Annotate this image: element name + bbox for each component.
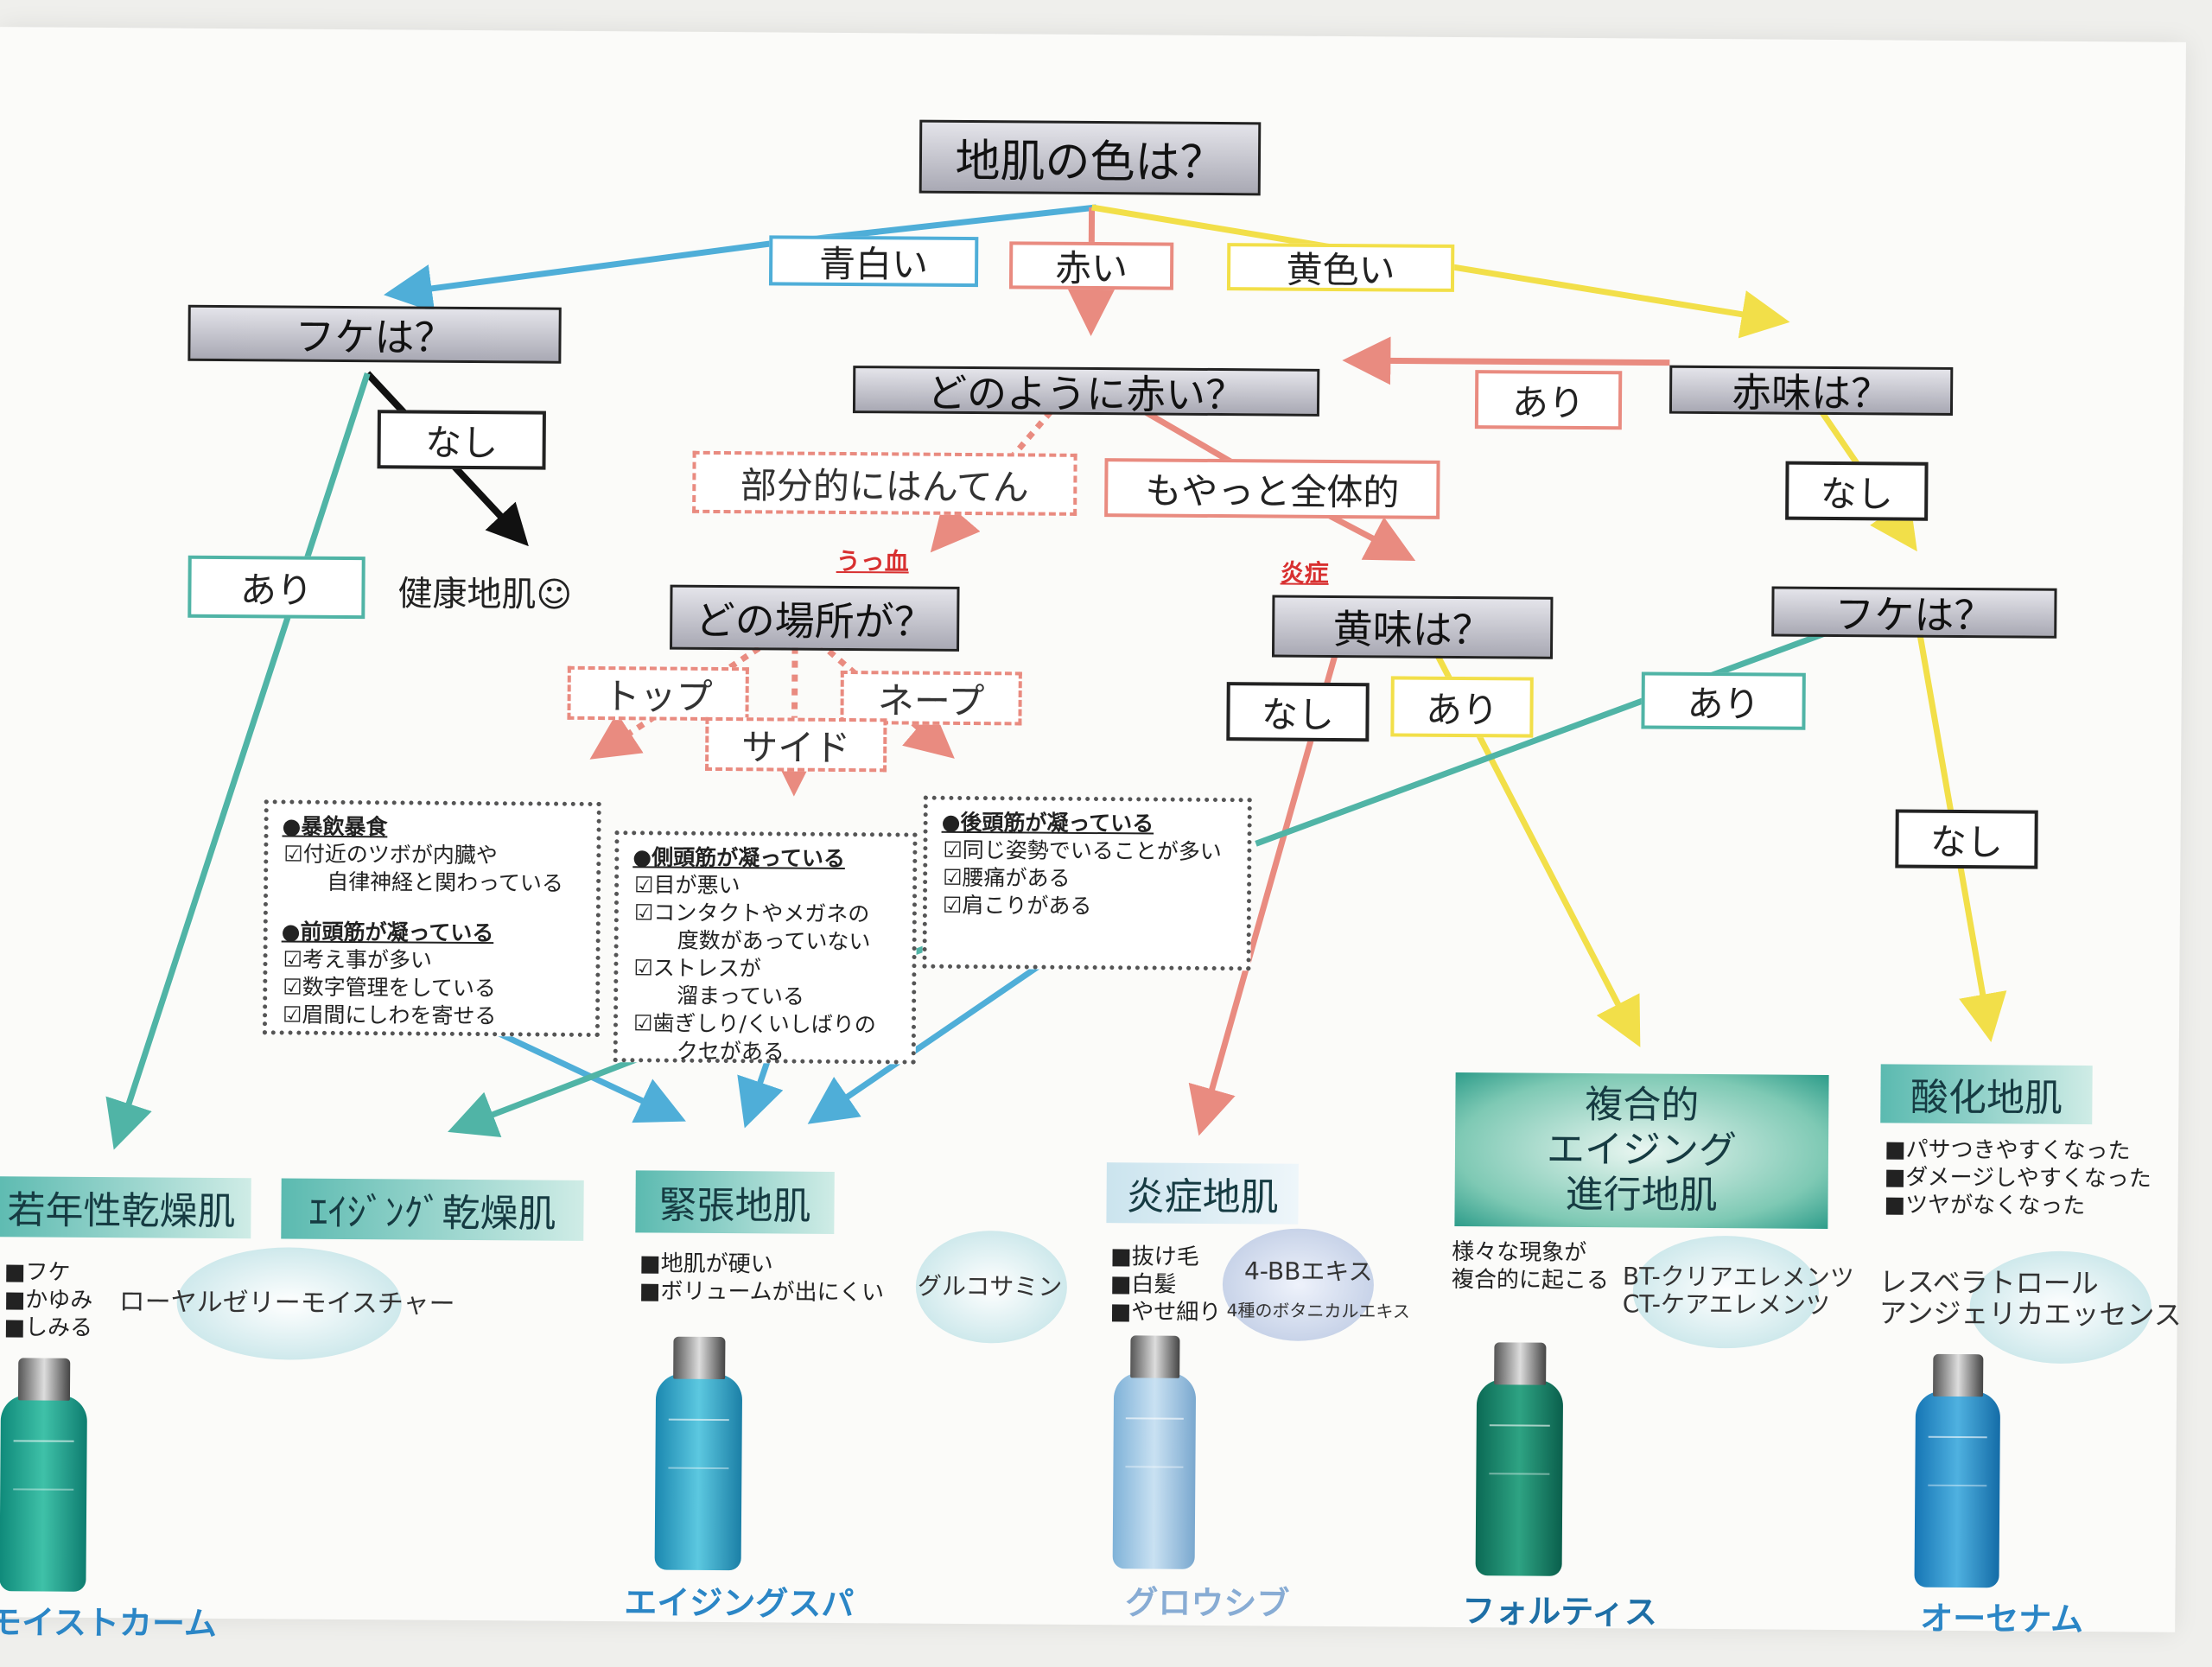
inflamed-ingredient-2: 4種のボタニカルエキス <box>1226 1300 1410 1322</box>
left-ari-label: あり <box>188 555 365 620</box>
where-question: どの場所が？ <box>670 584 960 652</box>
complex-line1: 複合的 <box>1585 1083 1700 1128</box>
complex-ingredient-2: CT-ケアエレメンツ <box>1622 1289 1831 1320</box>
partial-spots-label: 部分的にはんてん <box>692 450 1077 516</box>
area-side-label: サイド <box>705 716 887 773</box>
left-nashi-label: なし <box>377 410 546 470</box>
result-aging-dry: ｴｲｼﾞﾝｸﾞ乾燥肌 <box>281 1178 584 1241</box>
box-side-item: クセがある <box>676 1038 785 1065</box>
result-tension: 緊張地肌 <box>635 1170 835 1234</box>
area-top-label: トップ <box>567 665 749 722</box>
result-inflamed: 炎症地肌 <box>1106 1162 1299 1225</box>
tension-bullets: ■地肌が硬い ■ボリュームが出にくい <box>639 1250 885 1307</box>
product-name-osenam: オーセナム <box>1920 1599 2084 1639</box>
box-side-item: ☑目が悪い <box>634 872 741 899</box>
product-bottle-fortis <box>1475 1342 1564 1576</box>
yellowness-ari-label: あり <box>1390 676 1534 738</box>
right-nashi-label: なし <box>1895 809 2038 869</box>
product-name-agingspa: エイジングスパ <box>624 1583 855 1624</box>
box-nape-item: ☑同じ姿勢でいることが多い <box>943 837 1222 865</box>
box-side-item: ☑歯ぎしり/くいしばりの <box>632 1010 876 1038</box>
how-red-question: どのように赤い？ <box>852 366 1320 418</box>
box-top-item: ☑眉間にしわを寄せる <box>282 1002 497 1029</box>
right-ari-label: あり <box>1641 671 1806 730</box>
result-oxidized: 酸化地肌 <box>1880 1064 2093 1125</box>
inflamed-ingredient-1: 4-BBエキス <box>1243 1257 1373 1287</box>
box-top-item: ☑数字管理をしている <box>283 974 497 1002</box>
box-top-heading1: ●暴飲暴食 <box>282 813 388 840</box>
product-name-growsive: グロウシブ <box>1125 1583 1290 1623</box>
yellowness-nashi-label: なし <box>1226 682 1370 742</box>
box-side-item: ☑コンタクトやメガネの <box>633 900 870 927</box>
complex-desc-2: 複合的に起こる <box>1451 1266 1610 1295</box>
inflamed-bullets: ■抜け毛 ■白髪 ■やせ細り <box>1109 1244 1222 1327</box>
flowchart-sheet: 地肌の色は？ 青白い 赤い 黄色い フケは？ なし あり 健康地肌☺ どのように… <box>0 27 2186 1643</box>
box-nape-item: ☑腰痛がある <box>943 864 1071 891</box>
complex-line2: エイジング <box>1546 1127 1738 1174</box>
oxidized-ingredient-1: レスベラトロール <box>1878 1265 2099 1301</box>
aging-dry-ingredient: ローヤルゼリーモイスチャー <box>118 1287 455 1320</box>
root-question: 地肌の色は？ <box>918 119 1262 196</box>
symptom-box-nape: ●後頭筋が凝っている ☑同じ姿勢でいることが多い ☑腰痛がある ☑肩こりがある <box>922 795 1252 971</box>
box-top-heading2: ●前頭筋が凝っている <box>281 919 494 946</box>
box-nape-item: ☑肩こりがある <box>942 892 1092 919</box>
product-bottle-moistcalm <box>0 1358 87 1592</box>
box-side-item: ☑ストレスが <box>633 955 761 982</box>
box-side-item: 度数があっていない <box>677 927 871 955</box>
tension-ingredient: グルコサミン <box>917 1271 1063 1301</box>
arrow-dotted-top <box>589 630 785 760</box>
arrow-dotted-nape <box>805 631 955 759</box>
box-nape-heading: ●後頭筋が凝っている <box>941 809 1154 837</box>
inflammation-tag: 炎症 <box>1280 558 1329 588</box>
complex-ingredient-1: BT-クリアエレメンツ <box>1622 1262 1854 1293</box>
box-top-item: 自律神経と関わっている <box>327 868 563 896</box>
left-dandruff-question: フケは？ <box>188 304 562 364</box>
complex-line3: 進行地肌 <box>1565 1172 1718 1218</box>
oxidized-bullets: ■パサつきやすくなった ■ダメージしやすくなった ■ツヤがなくなった <box>1884 1136 2152 1220</box>
redness-question: 赤味は？ <box>1669 365 1954 417</box>
symptom-box-top: ●暴飲暴食 ☑付近のツボが内臓や 自律神経と関わっている ●前頭筋が凝っている … <box>262 799 601 1038</box>
arrow-teal-dandruff2-ari <box>1255 599 1911 847</box>
box-top-item: ☑付近のツボが内臓や <box>283 841 498 868</box>
congestion-tag: うっ血 <box>836 546 909 576</box>
product-name-fortis: フォルティス <box>1462 1592 1658 1632</box>
yellowness-question: 黄味は？ <box>1271 595 1554 659</box>
symptom-box-side: ●側頭筋が凝っている ☑目が悪い ☑コンタクトやメガネの 度数があっていない ☑… <box>613 830 918 1065</box>
arrow-redness-to-how <box>1342 336 1670 385</box>
overall-label: もやっと全体的 <box>1104 458 1440 519</box>
redness-nashi-label: なし <box>1785 461 1929 521</box>
young-dry-bullets: ■フケ ■かゆみ ■しみる <box>3 1259 93 1341</box>
branch-red: 赤い <box>1008 241 1174 290</box>
complex-desc-1: 様々な現象が <box>1452 1238 1587 1267</box>
arrow-blue-to-dandruff <box>384 204 1096 313</box>
area-nape-label: ネープ <box>840 670 1022 726</box>
box-side-item: 溜まっている <box>677 983 805 1009</box>
right-dandruff-question: フケは？ <box>1771 586 2057 639</box>
result-complex: 複合的 エイジング 進行地肌 <box>1454 1072 1829 1229</box>
product-name-moistcalm: モイストカーム <box>0 1603 218 1643</box>
product-bottle-osenam <box>1914 1353 2001 1588</box>
branch-yellow: 黄色い <box>1226 243 1455 292</box>
box-side-heading: ●側頭筋が凝っている <box>632 844 846 872</box>
healthy-scalp-text: 健康地肌☺ <box>397 574 573 615</box>
product-bottle-growsive <box>1112 1335 1197 1569</box>
result-young-dry: 若年性乾燥肌 <box>0 1176 251 1239</box>
oxidized-ingredient-2: アンジェリカエッセンス <box>1878 1296 2182 1332</box>
product-bottle-agingspa <box>654 1336 743 1571</box>
arrow-teal-to-young-dry <box>105 372 371 1150</box>
box-top-item: ☑考え事が多い <box>283 946 433 973</box>
redness-ari-label: あり <box>1474 370 1623 430</box>
branch-pale: 青白い <box>768 235 979 288</box>
